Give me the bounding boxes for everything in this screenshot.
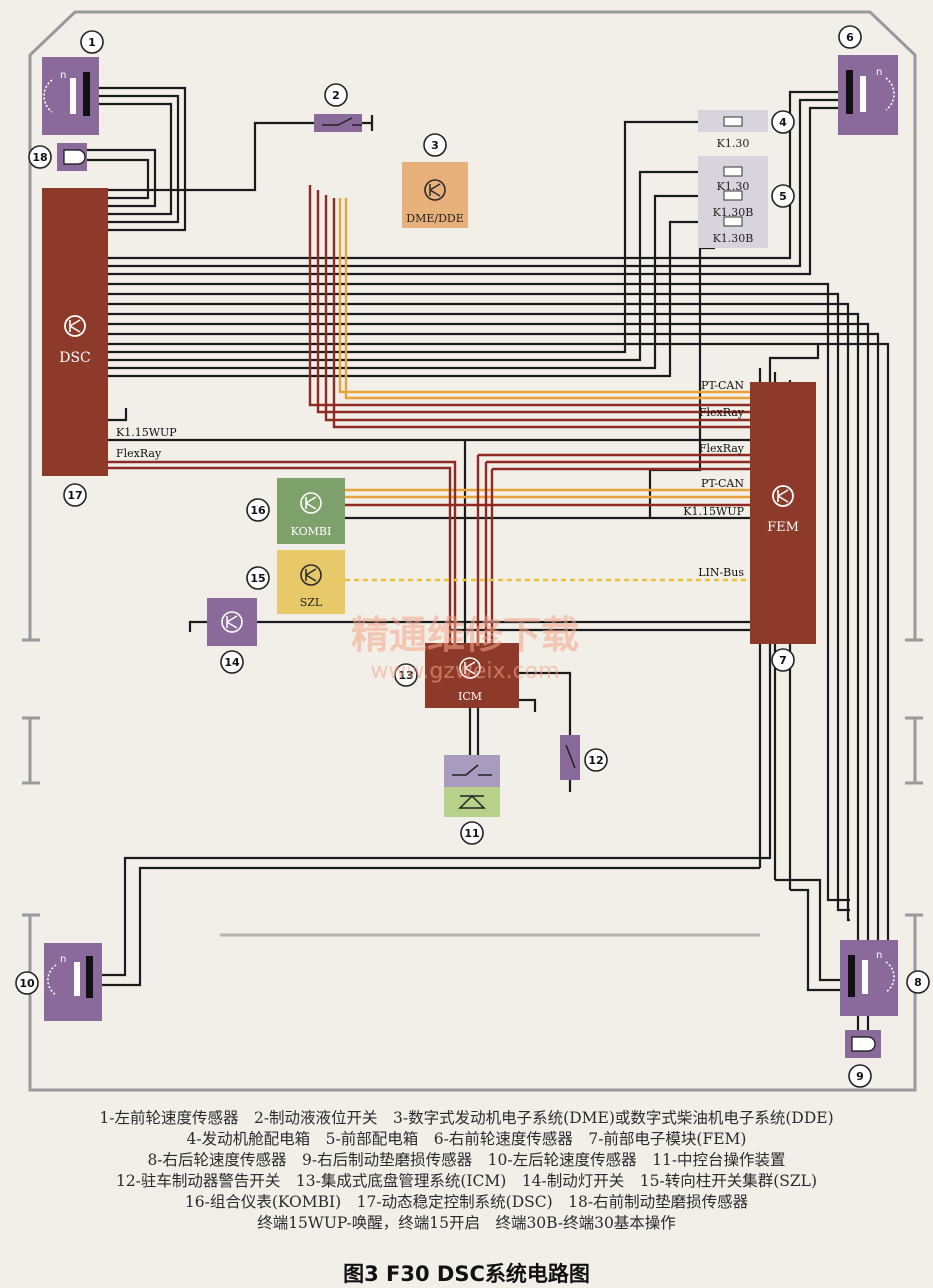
- szl-label: SZL: [300, 596, 323, 609]
- marker-15: 15: [246, 566, 270, 590]
- marker-10: 10: [15, 971, 39, 995]
- legend-line: 4-发动机舱配电箱 5-前部配电箱 6-右前轮速度传感器 7-前部电子模块(FE…: [186, 1130, 747, 1148]
- center-console-controls[interactable]: [444, 755, 500, 817]
- engine-fuse-box[interactable]: K1.30: [698, 110, 768, 150]
- circuit-diagram: DSC 17 FEM 7 DME/DDE 3 KOMBI 16: [15, 10, 930, 1092]
- flexray-wires: [108, 185, 750, 645]
- icm-label: ICM: [458, 690, 482, 703]
- left-front-wheel-sensor[interactable]: n: [42, 57, 99, 135]
- svg-text:n: n: [876, 67, 882, 78]
- svg-text:11: 11: [464, 827, 479, 840]
- dme-label: DME/DDE: [406, 212, 464, 225]
- svg-text:4: 4: [779, 116, 787, 129]
- brake-light-switch[interactable]: [207, 598, 257, 646]
- icm-module[interactable]: ICM: [425, 643, 519, 708]
- marker-3: 3: [423, 133, 447, 157]
- marker-8: 8: [906, 970, 930, 994]
- svg-text:K1.30: K1.30: [717, 180, 750, 193]
- kombi-label: KOMBI: [291, 525, 332, 538]
- marker-1: 1: [80, 30, 104, 54]
- svg-text:K1.30B: K1.30B: [713, 206, 754, 219]
- right-front-wheel-sensor[interactable]: n: [838, 55, 898, 135]
- svg-text:K1.30B: K1.30B: [713, 232, 754, 245]
- marker-7: 7: [771, 648, 795, 672]
- ptcan-mid-label: PT-CAN: [701, 477, 744, 490]
- svg-text:www.gzweix.com: www.gzweix.com: [370, 659, 559, 684]
- left-rear-wheel-sensor[interactable]: n: [44, 943, 102, 1021]
- svg-text:6: 6: [846, 31, 854, 44]
- svg-text:3: 3: [431, 139, 439, 152]
- svg-text:16: 16: [250, 504, 266, 517]
- watermark: 精通维修下载 www.gzweix.com: [351, 613, 579, 684]
- marker-13: 13: [394, 663, 418, 687]
- legend-line: 终端15WUP-唤醒，终端15开启 终端30B-终端30基本操作: [257, 1214, 676, 1232]
- dsc-module[interactable]: DSC: [42, 188, 108, 476]
- svg-text:5: 5: [779, 190, 787, 203]
- svg-text:K1.30: K1.30: [717, 137, 750, 150]
- marker-11: 11: [460, 821, 484, 845]
- legend-line: 8-右后轮速度传感器 9-右后制动垫磨损传感器 10-左后轮速度传感器 11-中…: [147, 1151, 786, 1169]
- dme-dde-module[interactable]: DME/DDE: [402, 162, 468, 228]
- lin-bus-label: LIN-Bus: [698, 566, 744, 579]
- svg-text:10: 10: [19, 977, 35, 990]
- right-rear-pad-sensor[interactable]: [845, 1030, 881, 1058]
- legend-line: 16-组合仪表(KOMBI) 17-动态稳定控制系统(DSC) 18-右前制动垫…: [184, 1193, 749, 1211]
- marker-4: 4: [771, 110, 795, 134]
- svg-text:n: n: [876, 950, 882, 961]
- front-fuse-box[interactable]: K1.30 K1.30B K1.30B: [698, 156, 768, 248]
- fem-label: FEM: [767, 520, 799, 535]
- svg-text:9: 9: [856, 1070, 864, 1083]
- k115wup-left-label: K1.15WUP: [116, 426, 177, 439]
- marker-17: 17: [63, 483, 87, 507]
- svg-text:12: 12: [588, 754, 603, 767]
- svg-text:17: 17: [67, 489, 82, 502]
- figure-legend: 1-左前轮速度传感器 2-制动液液位开关 3-数字式发动机电子系统(DME)或数…: [0, 1108, 933, 1234]
- dsc-label: DSC: [59, 350, 91, 366]
- marker-16: 16: [246, 498, 270, 522]
- svg-text:7: 7: [779, 654, 787, 667]
- marker-14: 14: [220, 650, 244, 674]
- fem-module[interactable]: FEM: [750, 382, 816, 644]
- brake-fluid-level-switch[interactable]: [314, 114, 362, 132]
- marker-2: 2: [324, 83, 348, 107]
- svg-text:n: n: [60, 70, 66, 81]
- marker-5: 5: [771, 184, 795, 208]
- svg-text:精通维修下载: 精通维修下载: [351, 613, 579, 657]
- svg-text:14: 14: [224, 656, 240, 669]
- legend-line: 1-左前轮速度传感器 2-制动液液位开关 3-数字式发动机电子系统(DME)或数…: [99, 1109, 834, 1127]
- kombi-module[interactable]: KOMBI: [277, 478, 345, 544]
- svg-text:13: 13: [398, 669, 413, 682]
- legend-line: 12-驻车制动器警告开关 13-集成式底盘管理系统(ICM) 14-制动灯开关 …: [115, 1172, 818, 1190]
- parking-brake-warning-switch[interactable]: [560, 735, 580, 780]
- marker-18: 18: [28, 145, 52, 169]
- flexray-2-label: FlexRay: [699, 442, 745, 455]
- svg-text:18: 18: [32, 151, 47, 164]
- marker-9: 9: [848, 1064, 872, 1088]
- k115wup-right-label: K1.15WUP: [683, 505, 744, 518]
- svg-text:1: 1: [88, 36, 96, 49]
- svg-text:n: n: [60, 954, 66, 965]
- flexray-1-label: FlexRay: [699, 406, 745, 419]
- svg-text:2: 2: [332, 89, 340, 102]
- szl-module[interactable]: SZL: [277, 550, 345, 614]
- figure-title: 图3 F30 DSC系统电路图: [343, 1262, 590, 1286]
- right-front-pad-sensor[interactable]: [57, 143, 87, 171]
- svg-text:8: 8: [914, 976, 922, 989]
- flexray-left-label: FlexRay: [116, 447, 162, 460]
- marker-12: 12: [584, 748, 608, 772]
- ptcan-top-label: PT-CAN: [701, 379, 744, 392]
- marker-6: 6: [838, 25, 862, 49]
- svg-text:15: 15: [250, 572, 265, 585]
- bus-labels: K1.15WUP FlexRay PT-CAN FlexRay FlexRay …: [116, 379, 745, 579]
- right-rear-wheel-sensor[interactable]: n: [840, 940, 898, 1016]
- pt-can-wires: [338, 198, 750, 499]
